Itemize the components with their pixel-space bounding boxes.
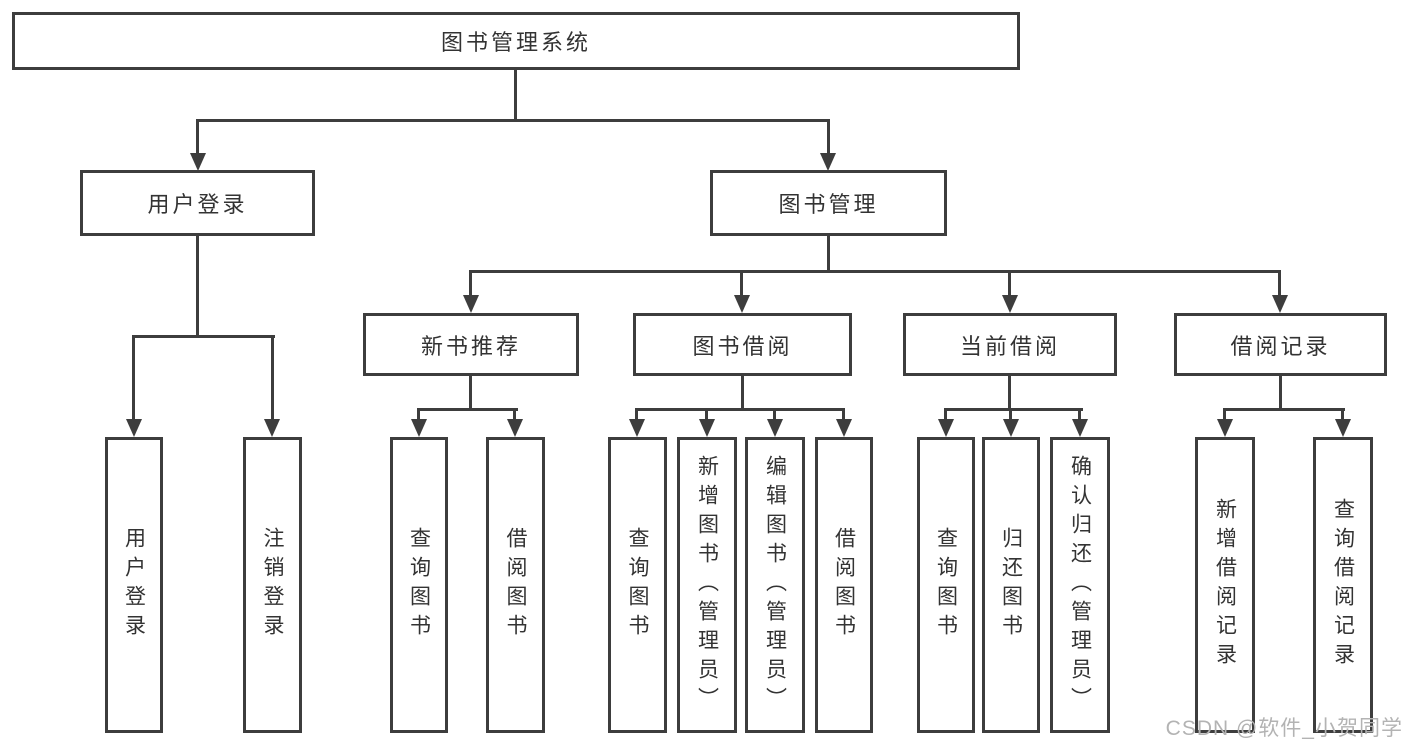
node-book-management: 图书管理 (710, 170, 947, 236)
edge-drop (773, 408, 776, 423)
edge-drop (196, 119, 199, 157)
edge-bookborrow-stem (741, 376, 744, 411)
edge-drop (1008, 270, 1011, 299)
edge-drop (271, 335, 274, 423)
arrow-down-icon (190, 153, 206, 171)
arrow-down-icon (463, 295, 479, 313)
node-root-label: 图书管理系统 (440, 30, 591, 55)
node-borrow-records: 借阅记录 (1174, 313, 1387, 376)
node-label: 新书推荐 (420, 333, 521, 359)
leaf-borrow-books-2: 借阅图书 (815, 437, 873, 733)
leaf-confirm-return-admin: 确认归还（管理员） (1050, 437, 1110, 733)
edge-userlogin-bar (132, 335, 275, 338)
leaf-label: 用户登录 (122, 527, 146, 643)
edge-drop (1278, 270, 1281, 299)
arrow-down-icon (629, 419, 645, 437)
leaf-query-books-2: 查询图书 (608, 437, 667, 733)
leaf-label: 借阅图书 (832, 527, 856, 643)
edge-records-bar (1223, 408, 1345, 411)
edge-root-stem (514, 70, 517, 122)
node-label: 当前借阅 (959, 333, 1060, 359)
node-user-login: 用户登录 (80, 170, 315, 236)
leaf-logout: 注销登录 (243, 437, 302, 733)
edge-newbook-bar (417, 408, 518, 411)
leaf-return-book: 归还图书 (982, 437, 1040, 733)
arrow-down-icon (1272, 295, 1288, 313)
edge-drop (944, 408, 947, 423)
arrow-down-icon (836, 419, 852, 437)
arrow-down-icon (1003, 419, 1019, 437)
leaf-edit-book-admin: 编辑图书（管理员） (745, 437, 805, 733)
edge-bookmgmt-stem (827, 236, 830, 273)
arrow-down-icon (820, 153, 836, 171)
edge-drop (1009, 408, 1012, 423)
leaf-label: 确认归还（管理员） (1068, 454, 1092, 716)
edge-userlogin-stem (196, 236, 199, 338)
arrow-down-icon (411, 419, 427, 437)
leaf-label: 编辑图书（管理员） (763, 454, 787, 716)
edge-drop (740, 270, 743, 299)
leaf-label: 查询借阅记录 (1331, 498, 1355, 672)
leaf-query-books-1: 查询图书 (390, 437, 448, 733)
leaf-label: 新增图书（管理员） (695, 454, 719, 716)
leaf-borrow-books-1: 借阅图书 (486, 437, 545, 733)
edge-bookmgmt-bar (469, 270, 1281, 273)
arrow-down-icon (1002, 295, 1018, 313)
leaf-label: 查询图书 (407, 527, 431, 643)
leaf-label: 新增借阅记录 (1213, 498, 1237, 672)
leaf-label: 借阅图书 (504, 527, 527, 643)
edge-bookborrow-bar (635, 408, 845, 411)
edge-drop (1223, 408, 1226, 423)
leaf-label: 注销登录 (261, 527, 284, 643)
watermark: CSDN @软件_小贺同学 (1165, 717, 1403, 740)
edge-drop (705, 408, 708, 423)
node-label: 用户登录 (147, 192, 248, 217)
leaf-add-book-admin: 新增图书（管理员） (677, 437, 737, 733)
leaf-query-books-3: 查询图书 (917, 437, 975, 733)
leaf-user-login: 用户登录 (105, 437, 163, 733)
leaf-label: 查询图书 (934, 527, 958, 643)
arrow-down-icon (1072, 419, 1088, 437)
arrow-down-icon (767, 419, 783, 437)
edge-drop (469, 270, 472, 299)
edge-drop (132, 335, 135, 423)
arrow-down-icon (699, 419, 715, 437)
edge-drop (1341, 408, 1344, 423)
node-root: 图书管理系统 (12, 12, 1020, 70)
edge-drop (1078, 408, 1081, 423)
edge-drop (842, 408, 845, 423)
node-book-borrow: 图书借阅 (633, 313, 852, 376)
leaf-label: 归还图书 (999, 527, 1023, 643)
edge-records-stem (1279, 376, 1282, 411)
arrow-down-icon (126, 419, 142, 437)
node-label: 图书借阅 (692, 333, 793, 359)
edge-drop (827, 119, 830, 157)
leaf-label: 查询图书 (626, 527, 649, 643)
node-label: 借阅记录 (1230, 333, 1331, 359)
leaf-add-borrow-record: 新增借阅记录 (1195, 437, 1255, 733)
arrow-down-icon (507, 419, 523, 437)
edge-newbook-stem (469, 376, 472, 411)
edge-drop (635, 408, 638, 423)
arrow-down-icon (1335, 419, 1351, 437)
node-current-borrow: 当前借阅 (903, 313, 1117, 376)
node-new-book-recommend: 新书推荐 (363, 313, 579, 376)
edge-root-bar (196, 119, 830, 122)
edge-currentborrow-bar (944, 408, 1083, 411)
arrow-down-icon (264, 419, 280, 437)
edge-currentborrow-stem (1008, 376, 1011, 411)
edge-drop (417, 408, 420, 423)
arrow-down-icon (938, 419, 954, 437)
leaf-query-borrow-record: 查询借阅记录 (1313, 437, 1373, 733)
arrow-down-icon (734, 295, 750, 313)
node-label: 图书管理 (778, 192, 879, 217)
arrow-down-icon (1217, 419, 1233, 437)
edge-drop (513, 408, 516, 423)
